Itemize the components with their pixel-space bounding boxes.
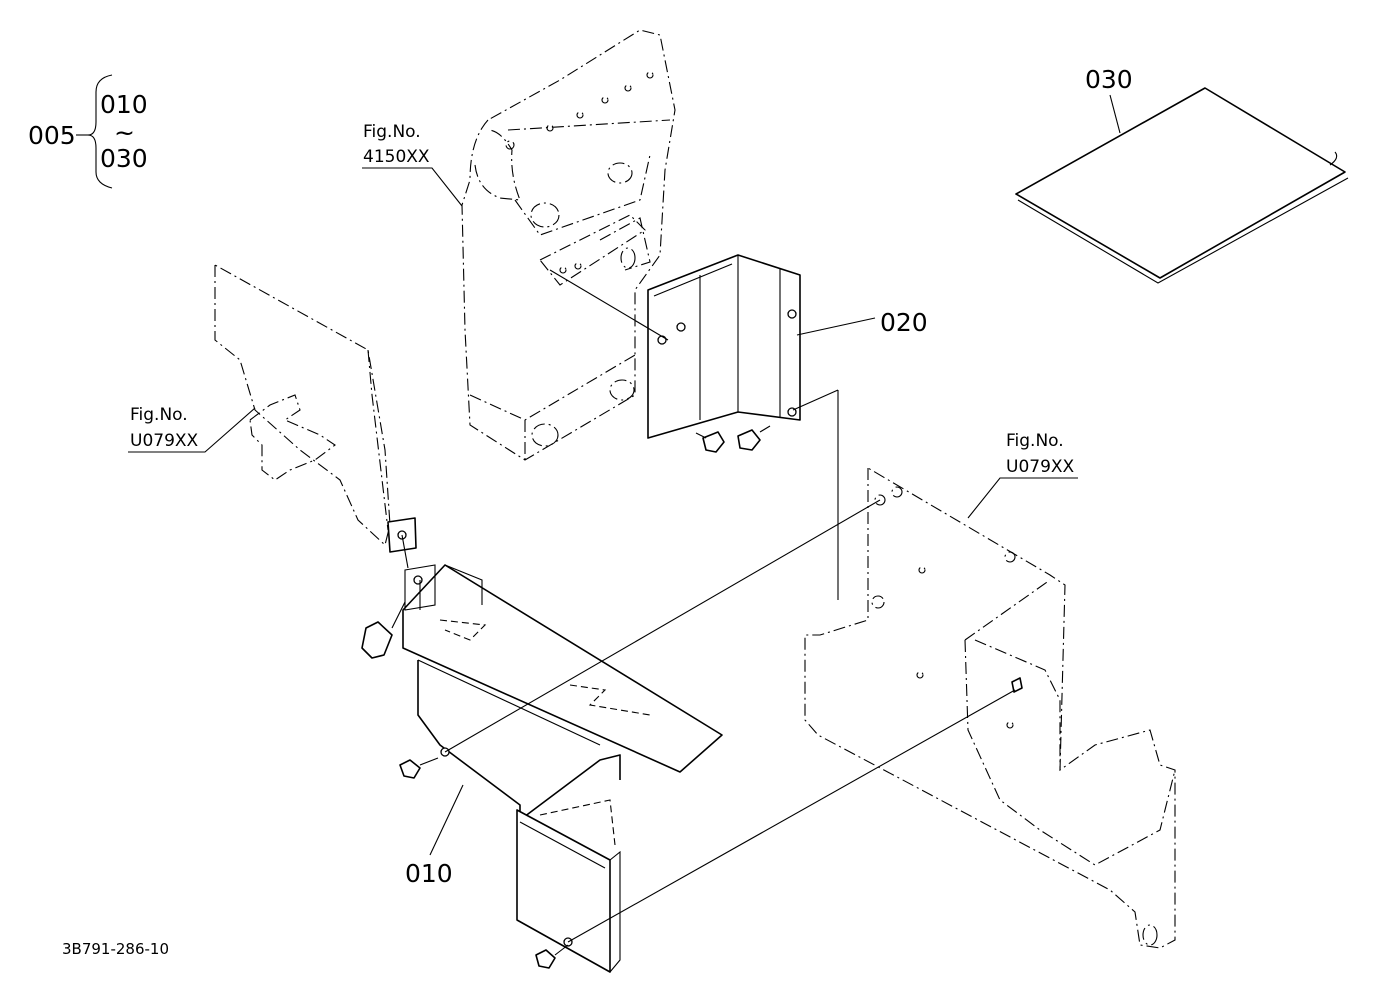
figure-ref-right: Fig.No. U079XX (967, 431, 1078, 519)
assembly-range-end: 030 (100, 144, 148, 173)
bolt-icon (361, 601, 406, 659)
figure-ref-left-line2: U079XX (130, 431, 199, 451)
part-010-bracket (361, 564, 723, 973)
figure-ref-top-line1: Fig.No. (363, 122, 421, 142)
assembly-group-code: 005 (28, 121, 76, 150)
figure-ref-left-line1: Fig.No. (130, 405, 188, 425)
figure-ref-left: Fig.No. U079XX (128, 405, 256, 453)
bolt-icon (695, 431, 725, 453)
bolt-icon (737, 425, 771, 451)
figure-ref-top-line2: 4150XX (363, 147, 430, 167)
assembly-group-bracket: 005 010 ~ 030 (28, 74, 148, 189)
bolt-icon (399, 757, 439, 779)
callout-part-010: 010 (405, 859, 453, 888)
drawing-number: 3B791-286-10 (62, 940, 169, 958)
figure-ref-right-line2: U079XX (1006, 457, 1075, 477)
part-020-angle-plate (647, 254, 801, 453)
assembly-range-start: 010 (100, 90, 148, 119)
right-cover-phantom (804, 467, 1176, 949)
bolt-icon (535, 944, 569, 969)
part-030-sheet (1015, 87, 1349, 284)
callout-part-030: 030 (1085, 65, 1133, 94)
assembly-range-separator: ~ (114, 118, 135, 147)
left-cover-phantom (214, 264, 417, 553)
alignment-lines (401, 269, 1016, 943)
figure-ref-top: Fig.No. 4150XX (362, 122, 463, 207)
frame-column-phantom (461, 29, 676, 461)
callout-part-020: 020 (880, 308, 928, 337)
figure-ref-right-line1: Fig.No. (1006, 431, 1064, 451)
